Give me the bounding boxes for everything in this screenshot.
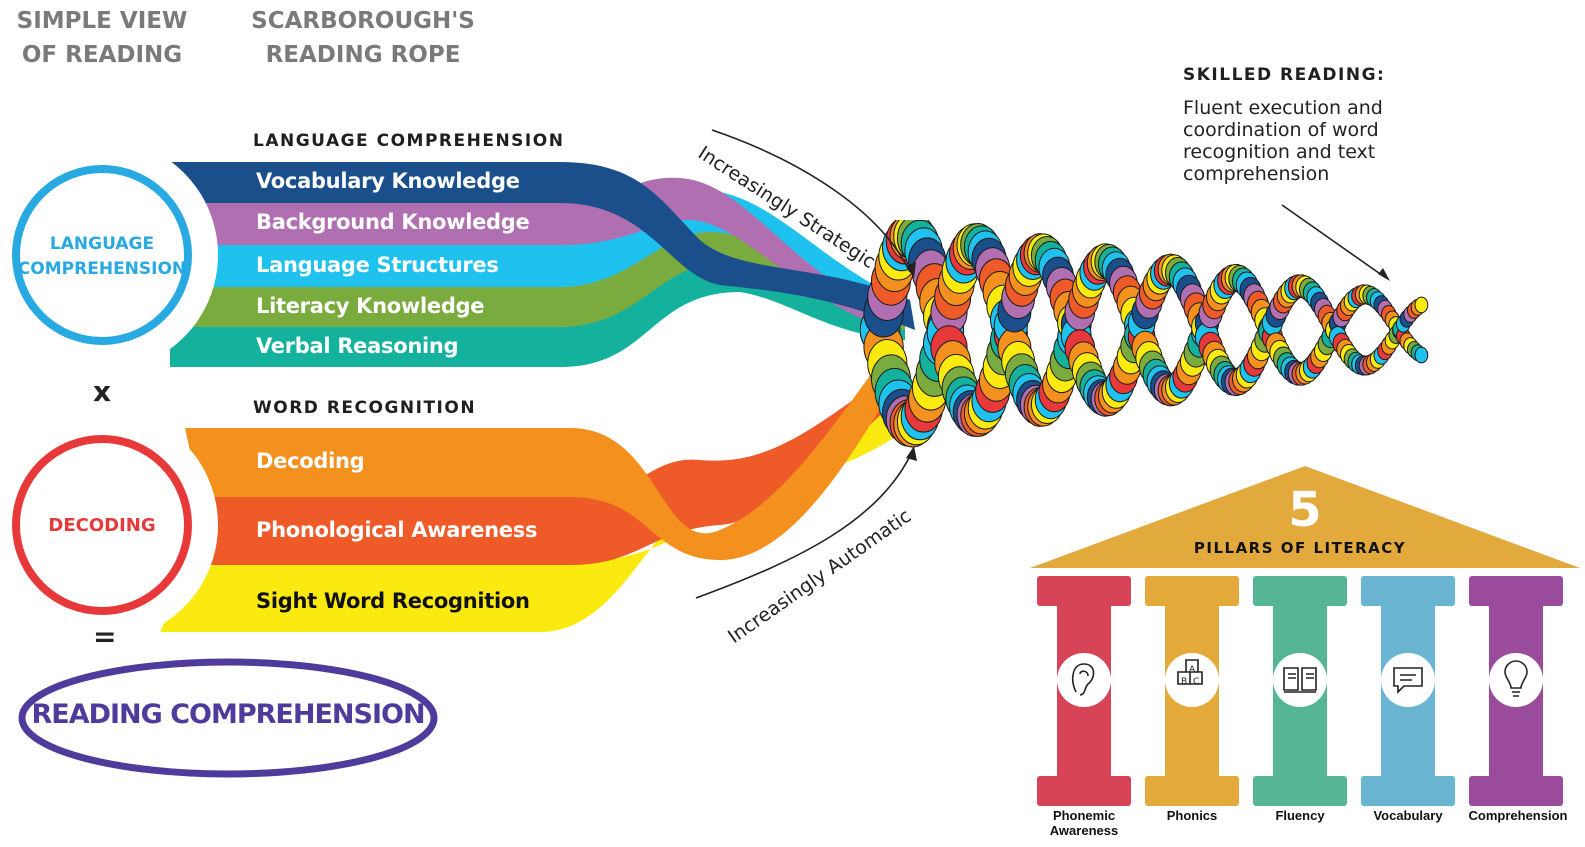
rope-twist [860, 220, 1429, 448]
pillars-title: PILLARS OF LITERACY [1193, 539, 1407, 557]
pillar-label-phonics: Phonics [1166, 808, 1218, 823]
svg-text:C: C [1193, 677, 1199, 687]
strand-label-vocabulary: Vocabulary Knowledge [256, 169, 520, 193]
strand-band-sight-word [160, 400, 905, 632]
language-circle-line2: COMPREHENSION [17, 259, 187, 279]
multiply-symbol: x [93, 375, 112, 408]
result-ellipse [18, 658, 438, 778]
pillar-label-fluency: Fluency [1275, 808, 1325, 823]
strand-label-decoding: Decoding [256, 449, 365, 473]
word-recognition-title: WORD RECOGNITION [253, 398, 477, 418]
pillar-capital [1469, 576, 1563, 606]
language-circle-label: LANGUAGE COMPREHENSION [10, 232, 194, 282]
svg-text:B: B [1181, 677, 1187, 687]
pillar-base [1253, 776, 1347, 806]
pillar [1253, 576, 1347, 806]
simple-view-line2: OF READING [21, 42, 183, 68]
strand-band-decoding [185, 355, 900, 560]
language-comprehension-title: LANGUAGE COMPREHENSION [253, 131, 565, 151]
skilled-reading-line: coordination of word [1183, 119, 1379, 141]
svg-text:A: A [1189, 665, 1196, 675]
skilled-arrow [1281, 204, 1387, 279]
ear-icon-circle [1057, 653, 1111, 707]
rope-line1: SCARBOROUGH'S [251, 8, 475, 34]
skilled-reading-text: Fluent execution and coordination of wor… [1183, 97, 1383, 185]
pillar-base [1469, 776, 1563, 806]
lightbulb-icon-circle [1489, 653, 1543, 707]
language-circle [12, 165, 192, 345]
pillar-base [1037, 776, 1131, 806]
pillars-number: 5 [1288, 482, 1322, 538]
open-book-icon-circle [1273, 653, 1327, 707]
lightbulb-icon [1504, 660, 1528, 697]
pillar-label-comprehension: Comprehension [1468, 808, 1568, 823]
strategic-arrow [711, 129, 911, 273]
decoding-circle [12, 435, 192, 615]
pillar-capital [1145, 576, 1239, 606]
pillar-label-vocabulary: Vocabulary [1373, 808, 1443, 823]
pillar-label-line: Phonemic [1052, 808, 1116, 823]
abc-blocks-icon-circle [1165, 653, 1219, 707]
strand-label-sight-word: Sight Word Recognition [256, 589, 530, 613]
pillar [1037, 576, 1131, 806]
language-circle-line1: LANGUAGE [49, 234, 155, 254]
strand-band-vocabulary-knowledge [170, 162, 915, 330]
language-strands [170, 162, 915, 367]
rope-segment [1414, 296, 1429, 314]
skilled-reading-line: comprehension [1183, 163, 1330, 185]
pillar-base [1145, 776, 1239, 806]
strand-label-verbal-reasoning: Verbal Reasoning [256, 334, 459, 358]
pillar [1361, 576, 1455, 806]
pillar [1469, 576, 1563, 806]
pillar-capital [1037, 576, 1131, 606]
strand-band-phonological [190, 380, 895, 565]
pillar-label-phonemic: Phonemic Awareness [1030, 808, 1138, 838]
rope-line2: READING ROPE [265, 42, 461, 68]
strand-label-background: Background Knowledge [256, 210, 530, 234]
speech-bubble-icon [1393, 667, 1423, 694]
strand-band-literacy-knowledge [170, 215, 905, 330]
word-strands [160, 355, 905, 632]
simple-view-header: SIMPLE VIEW OF READING [4, 4, 200, 72]
ear-icon [1071, 663, 1095, 696]
strand-label-literacy: Literacy Knowledge [256, 294, 485, 318]
reading-comprehension-label: READING COMPREHENSION [31, 699, 425, 730]
strand-label-language-structures: Language Structures [256, 253, 499, 277]
strand-band-background-knowledge [170, 177, 870, 322]
open-book-icon [1283, 667, 1317, 693]
pillar-base [1361, 776, 1455, 806]
skilled-reading-line: recognition and text [1183, 141, 1376, 163]
automatic-arrow [695, 451, 913, 599]
pillars-roof [1030, 466, 1580, 568]
strand-label-phonological: Phonological Awareness [256, 518, 538, 542]
pillar-label-line: Awareness [1049, 823, 1119, 838]
simple-view-line1: SIMPLE VIEW [16, 8, 188, 34]
skilled-reading-line: Fluent execution and [1183, 97, 1383, 119]
rope-header: SCARBOROUGH'S READING ROPE [236, 4, 490, 72]
equals-symbol: = [93, 620, 117, 653]
pillar-capital [1361, 576, 1455, 606]
decoding-circle-label: DECODING [48, 515, 156, 536]
rope-segment [1414, 346, 1429, 364]
pillar-capital [1253, 576, 1347, 606]
skilled-reading-title: SKILLED READING: [1183, 65, 1386, 85]
